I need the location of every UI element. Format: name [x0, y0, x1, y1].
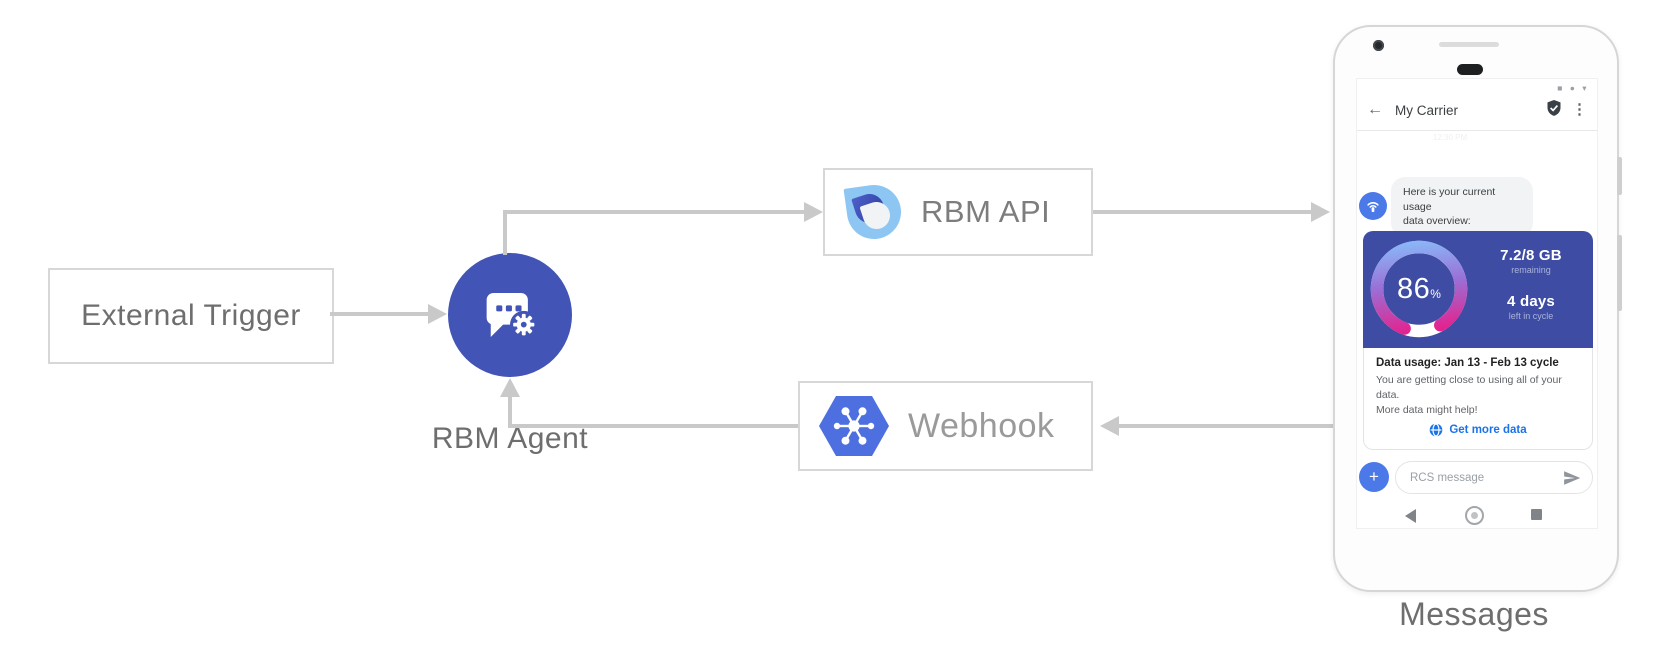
days-left-caption: left in cycle [1508, 311, 1554, 321]
phone-mockup: ■ ● ▾ ← My Carrier ⋮ 12:30 PM [1333, 25, 1622, 592]
arrow-agent-to-api-hline [503, 210, 804, 214]
usage-card: 86 % 7.2/8 GB remaining 4 days left in c… [1363, 231, 1593, 348]
arrow-api-to-phone-head [1311, 202, 1330, 222]
earpiece [1457, 64, 1483, 75]
external-trigger-node: External Trigger [48, 268, 334, 364]
speaker-slot [1439, 42, 1499, 47]
data-remaining-value: 7.2/8 GB [1500, 247, 1562, 264]
nav-home-button[interactable] [1465, 506, 1484, 525]
back-arrow-icon[interactable]: ← [1367, 101, 1383, 118]
arrow-api-to-phone-line [1093, 210, 1311, 214]
usage-info-line2: More data might help! [1376, 404, 1478, 417]
send-icon[interactable] [1563, 470, 1581, 486]
chat-bubble: Here is your current usage data overview… [1391, 177, 1533, 238]
rcs-message-input[interactable]: RCS message [1395, 461, 1593, 494]
rbm-api-label: RBM API [921, 194, 1051, 229]
arrow-phone-to-webhook-line [1119, 424, 1333, 428]
carrier-avatar [1359, 192, 1387, 220]
usage-info-card: Data usage: Jan 13 - Feb 13 cycle You ar… [1363, 348, 1593, 450]
arrow-phone-to-webhook-head [1100, 416, 1119, 436]
globe-icon [1430, 423, 1443, 437]
rbm-api-logo-icon [843, 181, 905, 243]
arrow-agent-to-api-head [804, 202, 823, 222]
get-more-data-label: Get more data [1449, 424, 1527, 436]
external-trigger-label: External Trigger [81, 299, 301, 332]
chat-gear-icon [486, 293, 538, 339]
attach-plus-button[interactable]: + [1359, 462, 1389, 492]
nav-recents-button[interactable] [1531, 509, 1542, 520]
status-bar-icons: ■ ● ▾ [1557, 83, 1589, 93]
arrow-trigger-to-agent-head [428, 304, 447, 324]
rbm-api-node: RBM API [823, 168, 1093, 256]
android-navbar [1357, 504, 1597, 530]
messages-caption: Messages [1399, 596, 1549, 632]
days-left-value: 4 days [1507, 293, 1555, 310]
rbm-agent-node [448, 253, 572, 377]
bubble-text-line2: data overview: [1403, 215, 1471, 228]
conversation-title: My Carrier [1395, 103, 1458, 118]
arrow-webhook-to-agent-head [500, 378, 520, 397]
arrow-trigger-to-agent-line [330, 312, 428, 316]
arrow-webhook-to-agent-hline [508, 424, 798, 428]
get-more-data-button[interactable]: Get more data [1364, 423, 1592, 437]
webhook-hexagon-icon [819, 396, 889, 456]
webhook-node: Webhook [798, 381, 1093, 471]
nav-back-button[interactable] [1405, 509, 1416, 523]
arrow-agent-to-api-vline [503, 210, 507, 255]
verified-badge-icon [1545, 99, 1563, 122]
usage-gauge [1370, 240, 1468, 338]
rcs-message-placeholder: RCS message [1410, 471, 1485, 484]
antenna-wifi-icon [1367, 202, 1379, 212]
usage-info-title: Data usage: Jan 13 - Feb 13 cycle [1376, 357, 1559, 369]
phone-screen: ■ ● ▾ ← My Carrier ⋮ 12:30 PM [1356, 78, 1598, 529]
front-camera [1373, 40, 1384, 51]
webhook-label: Webhook [908, 406, 1055, 445]
usage-percent: 86 % [1397, 272, 1441, 305]
arrow-webhook-to-agent-vline [508, 394, 512, 426]
data-remaining-caption: remaining [1511, 265, 1551, 275]
overflow-menu-icon[interactable]: ⋮ [1572, 101, 1587, 118]
usage-info-line1: You are getting close to using all of yo… [1376, 374, 1562, 402]
faint-timestamp: 12:30 PM [1432, 133, 1468, 142]
power-button [1617, 235, 1622, 311]
bubble-text-line1: Here is your current usage [1403, 186, 1496, 213]
volume-button [1617, 157, 1622, 195]
header-divider [1357, 130, 1597, 131]
